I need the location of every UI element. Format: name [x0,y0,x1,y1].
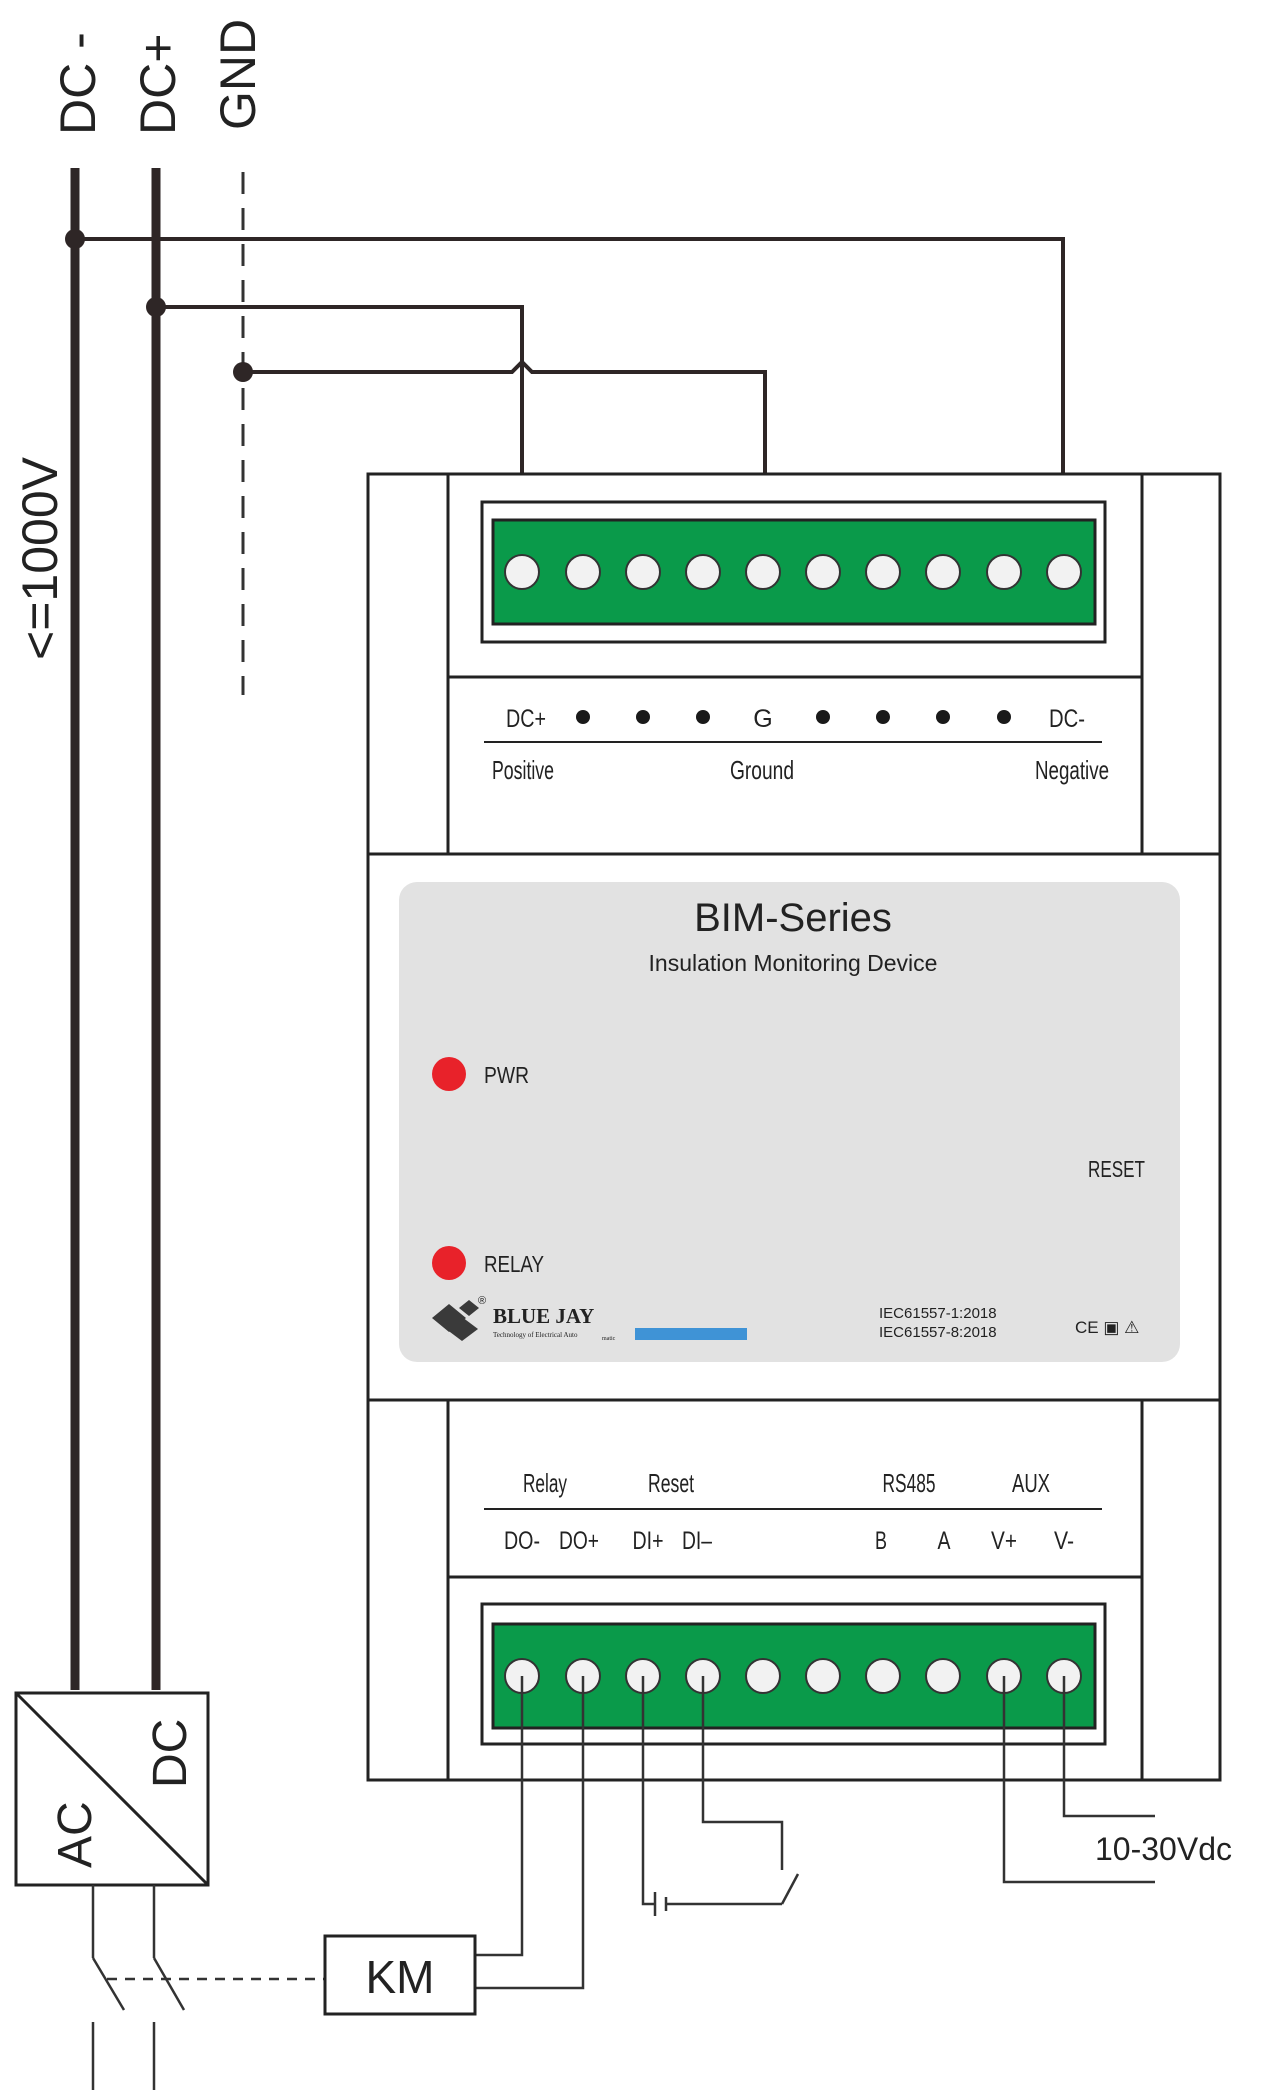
dc-minus-wire [75,237,1065,570]
di-minus-wire [701,1676,784,1870]
top-terminal-screw-2 [565,554,601,590]
bottom-terminal-block [480,1602,1107,1746]
top-pin-dot-1 [576,710,590,724]
pin-a: A [938,1527,951,1555]
aux-supply-label: 10-30Vdc [1095,1831,1232,1867]
gnd-label: GND [210,19,266,130]
reset-label[interactable]: RESET [1088,1156,1145,1182]
km-contactor-coil [323,1934,477,2016]
v-plus-wire [1002,1676,1155,1884]
top-pin-dc-plus: DC+ [506,705,546,733]
top-terminal-screw-7 [865,554,901,590]
top-pin-g: G [753,705,772,733]
bottom-terminal-screw-7 [865,1658,901,1694]
group-rs485-label: RS485 [883,1468,936,1498]
top-pin-dot-2 [636,710,650,724]
brand-accent-bar [635,1328,747,1340]
top-terminal-screw-4 [685,554,721,590]
panel-title: BIM-Series [694,896,892,940]
top-terminal-screw-10 [1046,554,1082,590]
bottom-terminal-screw-5 [745,1658,781,1694]
top-pin-dot-5 [876,710,890,724]
top-pin-dc-minus: DC- [1049,705,1085,733]
pin-di-plus: DI+ [633,1527,664,1555]
group-reset-label: Reset [648,1468,695,1498]
pin-b: B [875,1527,887,1555]
gnd-wire [243,359,767,570]
ac-dc-converter [14,1691,210,1887]
pwr-led [432,1057,466,1091]
top-pin-dot-4 [816,710,830,724]
top-terminal-screw-8 [925,554,961,590]
top-pin-dot-3 [696,710,710,724]
blue-jay-logo-icon [432,1300,479,1341]
panel-subtitle: Insulation Monitoring Device [649,950,938,976]
voltage-label: <=1000V [12,456,68,660]
ground-label: Ground [730,755,794,785]
standard-2: IEC61557-8:2018 [879,1324,997,1341]
negative-label: Negative [1035,755,1109,785]
group-aux-label: AUX [1012,1468,1050,1498]
top-terminal-screw-9 [986,554,1022,590]
contactor-main-contacts [91,1885,186,2090]
relay-led [432,1246,466,1280]
dc-plus-label: DC+ [130,34,186,135]
bottom-terminal-screw-8 [925,1658,961,1694]
brand-reg-mark: ® [478,1295,486,1307]
top-pin-dot-6 [936,710,950,724]
do-plus-wire [475,1676,585,1990]
pin-do-plus: DO+ [559,1527,599,1555]
converter-ac-label: AC [49,1801,102,1868]
group-relay-label: Relay [523,1468,567,1498]
brand-tagline: Technology of Electrical Auto [493,1331,578,1339]
top-pin-dot-7 [997,710,1011,724]
dc-minus-label: DC - [50,32,106,135]
v-minus-wire [1062,1676,1155,1818]
pin-di-minus: DI– [682,1527,712,1555]
top-terminal-screw-5 [745,554,781,590]
brand-name: BLUE JAY [493,1304,594,1328]
km-label: KM [366,1951,435,2003]
top-terminal-block [480,500,1107,644]
top-terminal-screw-1 [504,554,540,590]
standard-1: IEC61557-1:2018 [879,1305,997,1322]
do-minus-wire [475,1676,524,1957]
relay-label: RELAY [484,1251,544,1277]
converter-dc-label: DC [144,1719,197,1788]
pin-v-plus: V+ [991,1527,1017,1555]
front-panel [399,882,1180,1362]
positive-label: Positive [492,755,554,785]
brand-tagline-suffix: matic [602,1336,616,1342]
pin-v-minus: V- [1054,1527,1074,1555]
top-terminal-screw-6 [805,554,841,590]
pin-do-minus: DO- [504,1527,540,1555]
reset-switch-blade [780,1873,800,1905]
certification-marks-icon: CE ▣ ⚠ [1075,1318,1139,1337]
di-plus-wire [641,1676,655,1906]
bottom-terminal-screw-6 [805,1658,841,1694]
top-terminal-screw-3 [625,554,661,590]
top-pin-dots [576,710,1011,724]
pwr-label: PWR [484,1062,529,1088]
